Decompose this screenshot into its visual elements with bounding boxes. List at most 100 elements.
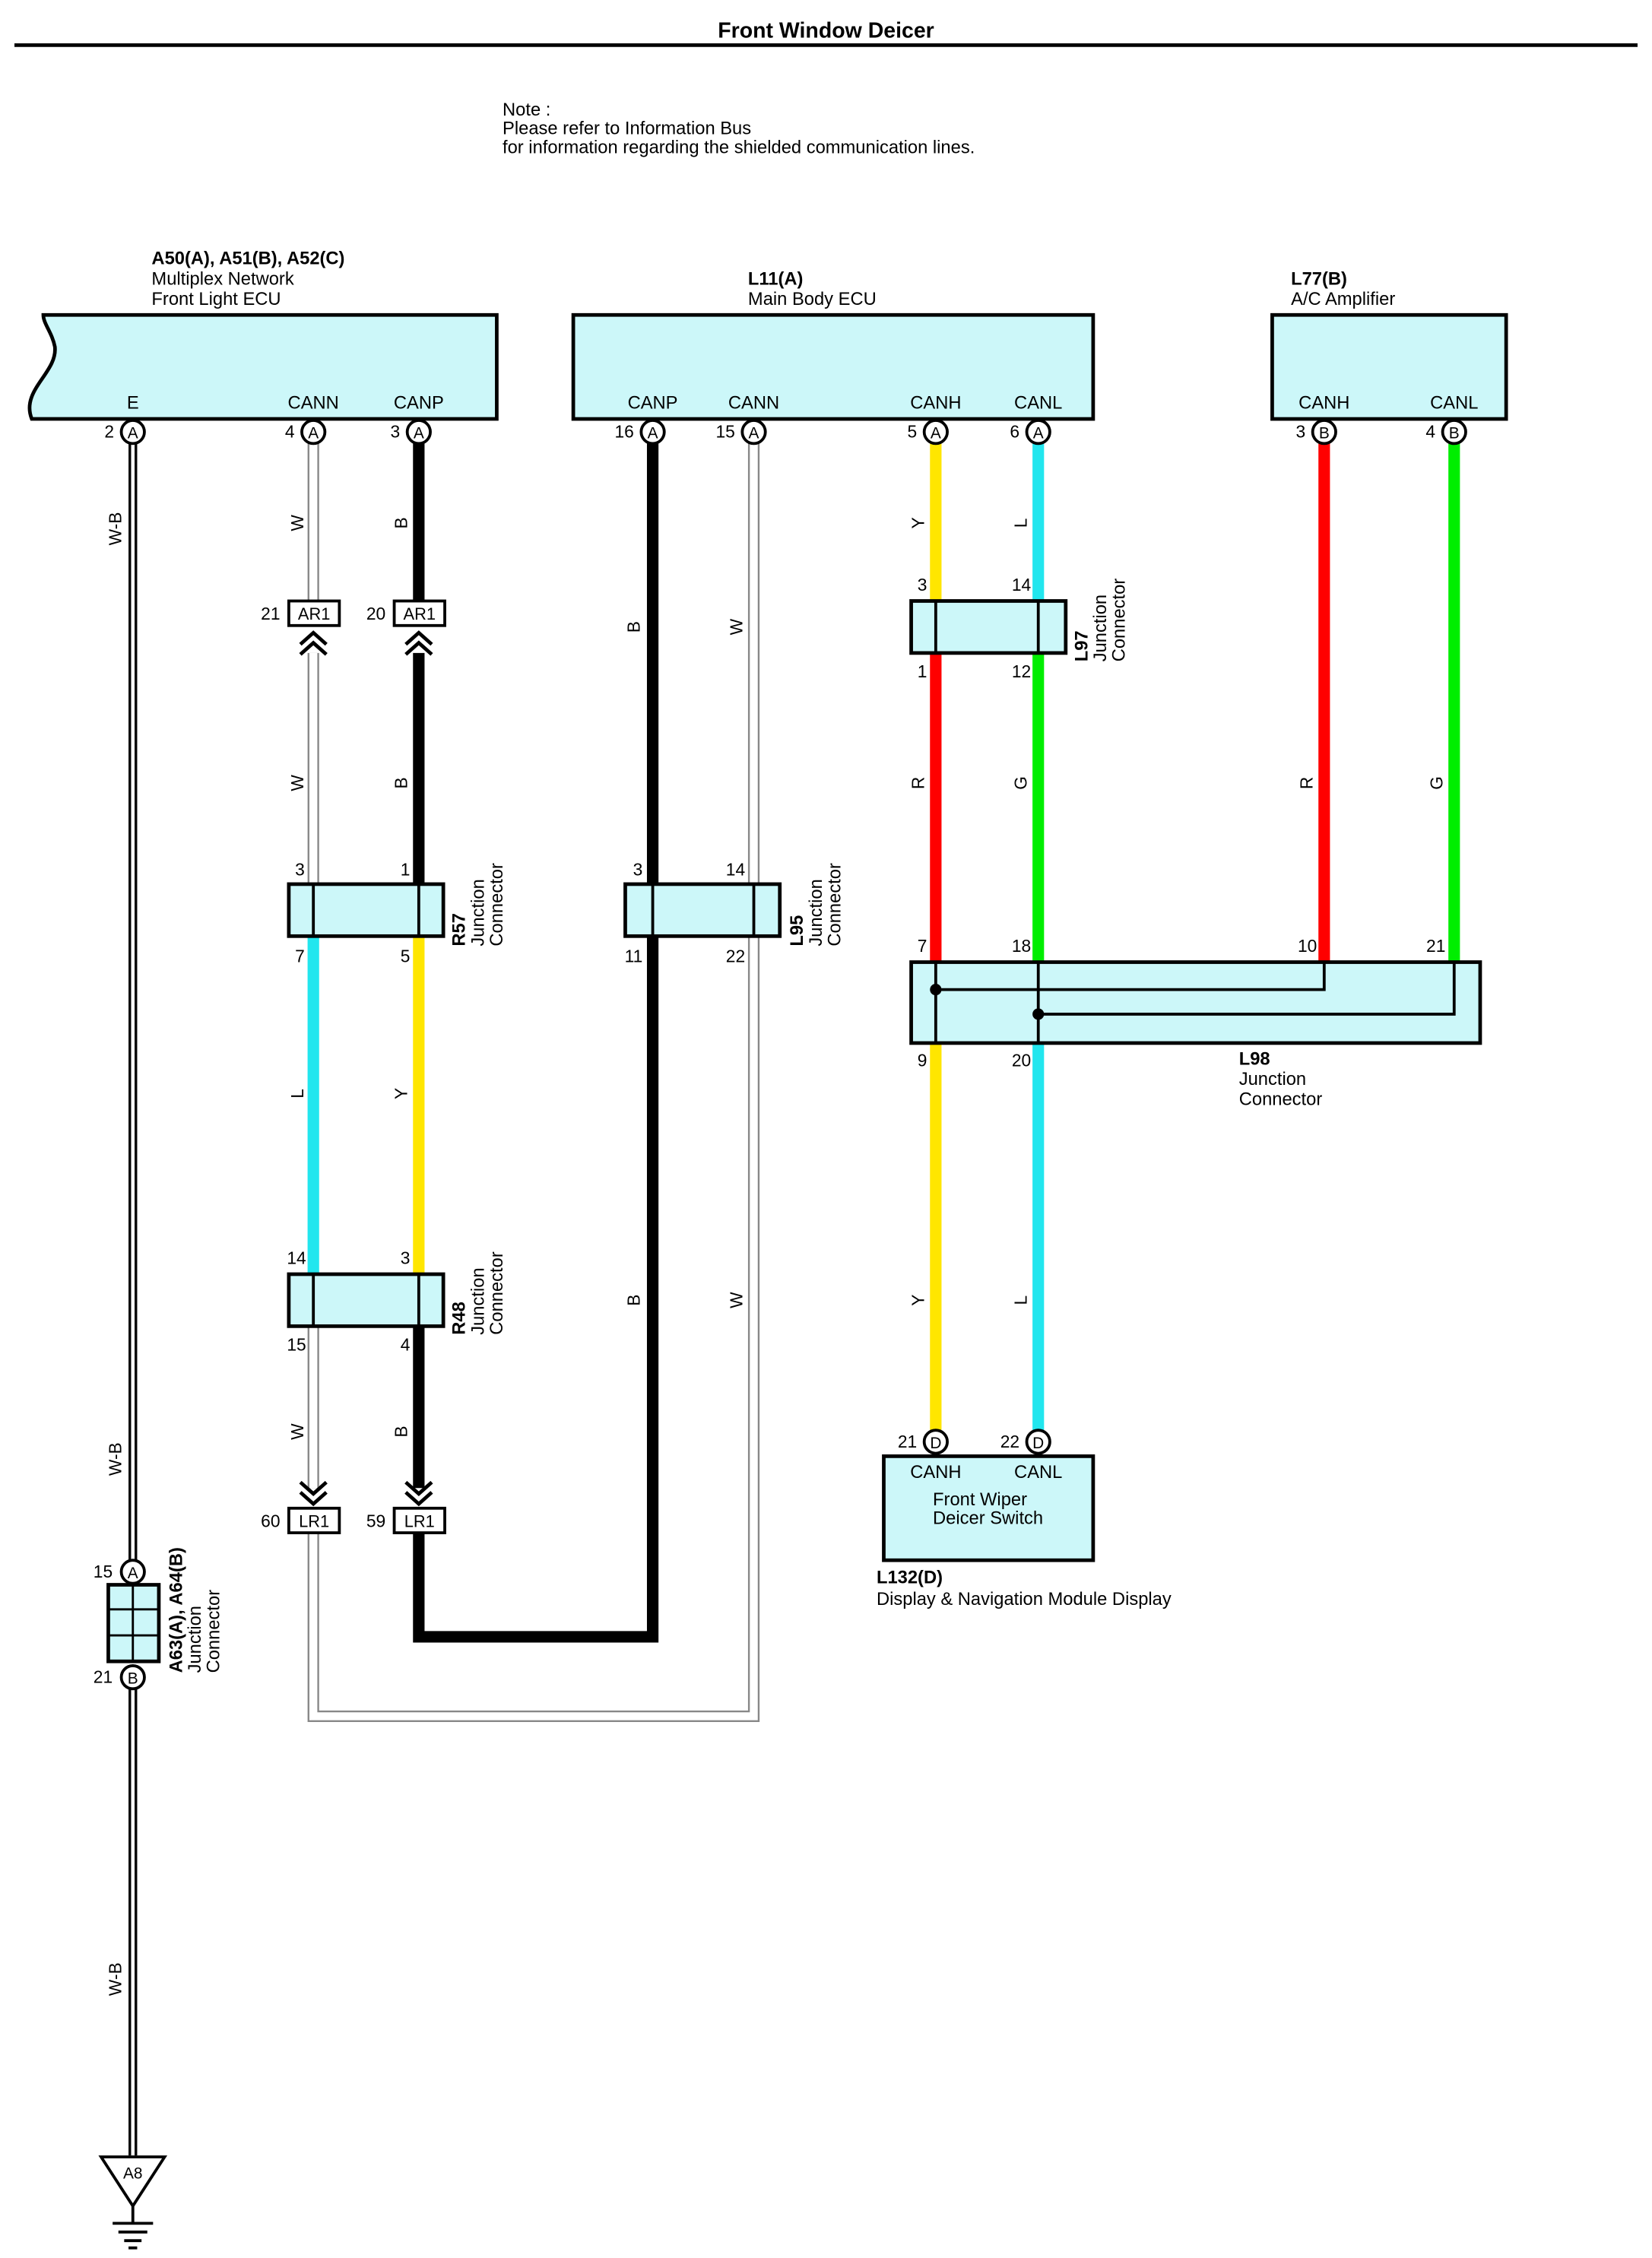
splice-dot	[1032, 1008, 1045, 1020]
terminal-canl: CANL	[1014, 394, 1062, 414]
pin-number: 15	[94, 1562, 113, 1581]
pin-letter: A	[648, 425, 658, 442]
pin-letter: A	[1033, 425, 1044, 442]
pin-number: 60	[261, 1511, 280, 1530]
pin-ac-canl: 4 B	[1425, 419, 1467, 446]
pin-number: 21	[1426, 936, 1445, 956]
diagram-title: Front Window Deicer	[718, 18, 934, 43]
wire-label: W-B	[106, 1442, 125, 1476]
main-body-ecu: L11(A) Main Body ECU CANP CANN CANH CANL	[571, 269, 1096, 421]
pin-fl-canp: 3 A	[390, 419, 432, 446]
pin-letter: A	[128, 1565, 138, 1582]
pin-letter: A	[749, 425, 759, 442]
main-body-ecu-name: Main Body ECU	[748, 290, 877, 309]
junction-line2: Connector	[825, 863, 845, 947]
junction-code: A63(A), A64(B)	[166, 1547, 186, 1673]
junction-a63-a64: 15 A 21 B A63(A), A64(B) Junction Connec…	[94, 1547, 224, 1691]
wire-label: W	[287, 775, 307, 791]
pin-number: 5	[401, 947, 411, 966]
deicer-switch-name-1: Front Wiper	[933, 1490, 1027, 1510]
junction-line1: Junction	[468, 1267, 488, 1334]
junction-line2: Connector	[205, 1590, 224, 1673]
pin-number: 20	[1012, 1050, 1031, 1070]
pin-number: 7	[295, 947, 305, 966]
pin-number: 3	[295, 860, 305, 880]
pin-number: 3	[390, 422, 400, 442]
junction-l97: 3 14 1 12 L97 Junction Connector	[909, 575, 1130, 681]
pin-a63-top: 15 A	[94, 1559, 146, 1585]
deicer-switch-caption: Display & Navigation Module Display	[877, 1590, 1172, 1609]
wire-label: W	[287, 1423, 307, 1440]
pin-a63-bottom: 21 B	[94, 1664, 146, 1691]
junction-l98: 7 18 10 21 9 20 L98 Junction Connector	[909, 936, 1482, 1110]
pin-letter: B	[128, 1670, 138, 1688]
terminal-cann: CANN	[728, 394, 779, 414]
wire-label: R	[908, 777, 928, 789]
pin-letter: B	[1449, 425, 1460, 442]
connector-label: AR1	[404, 604, 436, 623]
junction-code: R48	[450, 1302, 470, 1335]
pin-letter: A	[414, 425, 424, 442]
pin-number: 14	[1012, 575, 1031, 595]
junction-line2: Connector	[1110, 579, 1130, 662]
pin-number: 22	[1000, 1432, 1019, 1451]
junction-line2: Connector	[1239, 1090, 1323, 1110]
pin-number: 22	[726, 947, 745, 966]
wire-label: B	[392, 1426, 411, 1437]
wire-black-canp	[413, 442, 659, 1643]
connector-ar1-b: 20 AR1	[366, 599, 446, 656]
pin-number: 4	[401, 1335, 411, 1355]
pin-fl-cann: 4 A	[285, 419, 327, 446]
pin-number: 59	[366, 1511, 385, 1530]
junction-code: L97	[1072, 630, 1092, 661]
deicer-switch-code: L132(D)	[877, 1568, 943, 1588]
pin-number: 14	[726, 860, 745, 880]
pin-number: 3	[401, 1248, 411, 1268]
pin-fl-e: 2 A	[104, 419, 146, 446]
wire-label: B	[623, 621, 643, 633]
connector-label: LR1	[404, 1511, 435, 1530]
wire-color-labels: W-B W-B W-B W B W B L Y W B B W B W Y L …	[106, 512, 1447, 1996]
deicer-switch: CANH CANL Front Wiper Deicer Switch L132…	[877, 1454, 1172, 1609]
wire-white-cann	[307, 442, 760, 1723]
junction-r48: 14 3 15 4 R48 Junction Connector	[287, 1248, 507, 1355]
connector-label: LR1	[299, 1511, 329, 1530]
front-light-ecu-name-2: Front Light ECU	[151, 290, 281, 309]
connector-lr1-w: 60 LR1	[261, 1480, 341, 1535]
junction-line1: Junction	[468, 879, 488, 946]
pin-number: 3	[1295, 422, 1305, 442]
wire-label: Y	[908, 1295, 928, 1306]
terminal-canl: CANL	[1430, 394, 1478, 414]
front-light-ecu: A50(A), A51(B), A52(C) Multiplex Network…	[27, 249, 499, 421]
pin-letter: D	[930, 1435, 941, 1452]
junction-r57: 3 1 7 5 R57 Junction Connector	[287, 860, 507, 966]
pin-ac-canh: 3 B	[1295, 419, 1337, 446]
pin-ds-canl: 22 D	[1000, 1429, 1051, 1455]
wire-label: B	[392, 517, 411, 528]
pin-number: 21	[94, 1667, 113, 1687]
junction-line1: Junction	[807, 879, 826, 946]
wire-label: G	[1427, 776, 1447, 790]
junction-l95: 3 14 11 22 L95 Junction Connector	[623, 860, 845, 966]
pin-number: 6	[1010, 422, 1019, 442]
front-light-ecu-name-1: Multiplex Network	[151, 269, 293, 289]
pin-number: 16	[615, 422, 634, 442]
junction-code: R57	[450, 913, 470, 947]
junction-line2: Connector	[487, 863, 507, 947]
wire-label: L	[1011, 1295, 1031, 1305]
pin-mb-cann: 15 A	[715, 419, 767, 446]
pin-letter: A	[308, 425, 319, 442]
terminal-cann: CANN	[288, 394, 339, 414]
pin-number: 11	[625, 947, 643, 966]
pin-letter: A	[931, 425, 941, 442]
terminal-canh: CANH	[910, 1463, 961, 1483]
junction-code: L95	[788, 915, 807, 947]
pin-number: 2	[104, 422, 114, 442]
terminal-canl: CANL	[1014, 1463, 1062, 1483]
pin-number: 15	[287, 1335, 306, 1355]
wire-label: W-B	[106, 512, 125, 546]
title-rule	[14, 43, 1638, 47]
pin-letter: A	[128, 425, 138, 442]
ac-amplifier-code: L77(B)	[1291, 269, 1347, 289]
note-block: Note : Please refer to Information Bus f…	[503, 100, 975, 157]
